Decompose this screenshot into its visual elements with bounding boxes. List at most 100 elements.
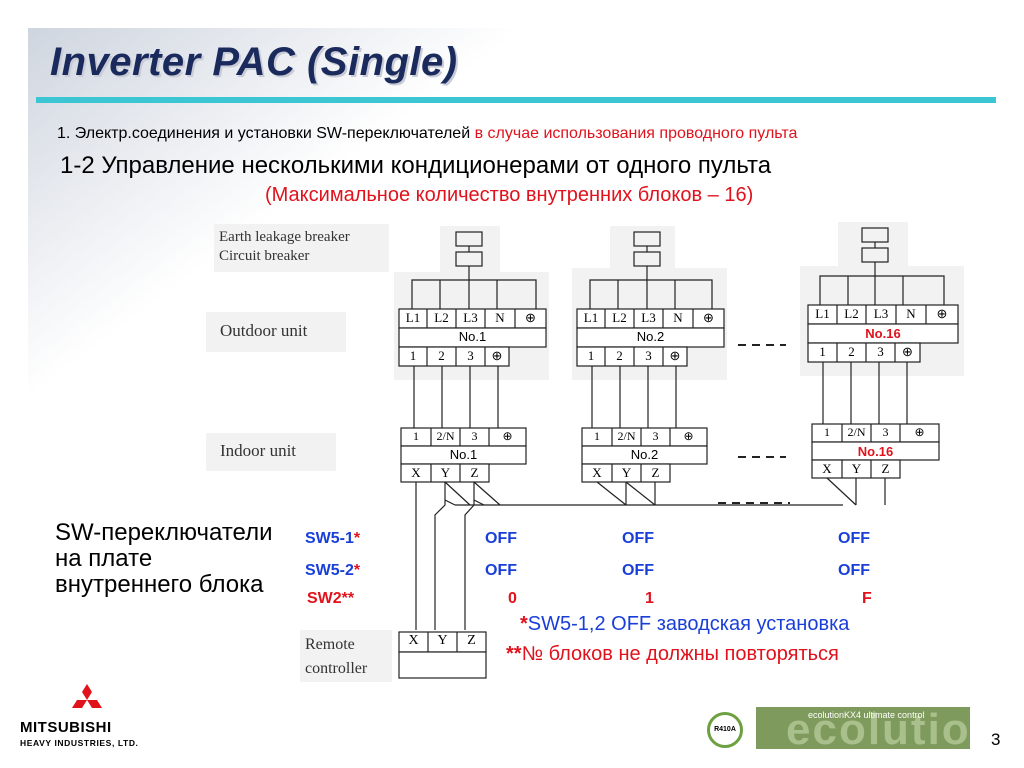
subtitle-line-2: 1-2 Управление несколькими кондиционерам… [60,152,772,179]
earth-icon: ⊕ [936,306,948,321]
earth-icon: ⊕ [902,344,913,359]
terminal-x: X [408,633,419,648]
sw-value: OFF [485,530,517,547]
terminal-3: 3 [652,429,659,443]
ecolution-tagline: ecolutionKX4 ultimate control [808,710,925,720]
sw-row-3-name: SW2 [307,590,342,607]
terminal-z: Z [651,465,660,480]
terminal-3: 3 [882,425,889,439]
terminal-l1: L1 [583,310,599,325]
terminal-n: N [495,310,505,325]
terminal-y: Y [437,633,448,648]
terminal-1: 1 [587,348,595,363]
sw-row-label-1: SW5-1* [305,530,360,548]
terminal-l1: L1 [405,310,421,325]
remote-controller-label: Remote controller [305,633,367,681]
sw-value: OFF [622,562,654,579]
terminal-n: N [906,306,916,321]
sw-row-label-2: SW5-2* [305,562,360,580]
terminal-3: 3 [467,348,474,363]
remote-label-line-1: Remote [305,636,355,653]
earth-icon: ⊕ [914,425,925,439]
terminal-2: 2 [438,348,445,363]
subtitle-line-1-text: 1. Электр.соединения и установки SW-пере… [57,125,475,142]
unit-group-1 [394,226,549,483]
outdoor-unit-label: Outdoor unit [220,321,308,340]
earth-icon: ⊕ [683,429,694,443]
terminal-y: Y [851,461,862,476]
sw-row-3-mark: ** [341,590,355,607]
sw-value: F [862,590,872,607]
unit-group-16 [800,222,964,479]
terminal-z: Z [470,465,479,480]
r410a-badge-icon: R410A [707,712,743,748]
terminal-x: X [592,465,602,480]
breaker-label-line-1: Earth leakage breaker [219,229,350,245]
terminal-l3: L3 [463,310,478,325]
terminal-n: N [673,310,683,325]
mitsubishi-logo-icon [72,684,102,708]
sw-row-1-mark: * [353,530,361,547]
brand-subtitle: HEAVY INDUSTRIES, LTD. [20,738,139,748]
terminal-1: 1 [824,425,830,439]
breaker-label: Earth leakage breaker Circuit breaker [219,228,350,266]
header-divider [36,97,996,103]
terminal-2n: 2/N [436,429,455,443]
subtitle-line-1: 1. Электр.соединения и установки SW-пере… [57,125,797,143]
terminal-2n: 2/N [847,425,866,439]
terminal-1: 1 [819,344,826,359]
terminal-l2: L2 [844,306,859,321]
sw-value: 0 [508,590,517,607]
sw-row-1-name: SW5-1 [305,530,354,547]
note-1-mark: * [520,613,528,635]
sw-switches-label: SW-переключатели на плате внутреннего бл… [55,519,273,598]
unit-group-2 [572,226,727,483]
terminal-3: 3 [645,348,652,363]
terminal-y: Y [621,465,632,480]
earth-icon: ⊕ [502,429,513,443]
ecolution-logo-text: ecolution [786,707,970,749]
outdoor-unit-number-16: No.16 [865,326,901,341]
earth-icon: ⊕ [525,310,536,325]
subtitle-line-3: (Максимальное количество внутренних блок… [265,184,754,206]
subtitle-line-1-highlight: в случае использования проводного пульта [474,125,798,142]
page-number: 3 [991,730,1001,749]
terminal-x: X [411,465,421,480]
note-factory-setting: *SW5-1,2 OFF заводская установка [520,613,849,636]
terminal-2n: 2/N [617,429,636,443]
earth-icon: ⊕ [491,348,503,363]
terminal-l2: L2 [434,310,449,325]
note-2-mark: ** [506,643,522,665]
terminal-1: 1 [594,429,600,443]
earth-icon: ⊕ [703,310,714,325]
sw-row-label-3: SW2** [307,590,354,608]
remote-label-line-2: controller [305,660,368,677]
note-1-text: SW5-1,2 OFF заводская установка [527,613,850,635]
terminal-3: 3 [877,344,884,359]
indoor-unit-number-1: No.1 [449,447,478,462]
earth-icon: ⊕ [669,348,681,363]
terminal-l3: L3 [873,306,889,321]
terminal-1: 1 [409,348,417,363]
indoor-unit-number-16: No.16 [857,444,894,459]
sw-value: 1 [645,590,654,607]
sw-row-2-mark: * [353,562,361,579]
sw-value: OFF [838,530,870,547]
indoor-unit-number-2: No.2 [630,447,659,462]
terminal-l2: L2 [612,310,627,325]
sw-value: OFF [838,562,870,579]
terminal-2: 2 [848,344,855,359]
ecolution-banner: ecolution ecolutionKX4 ultimate control [756,707,970,749]
terminal-x: X [822,461,832,476]
terminal-z: Z [467,633,476,648]
terminal-l3: L3 [641,310,656,325]
sw-row-2-name: SW5-2 [305,562,354,579]
sw-value: OFF [622,530,654,547]
page-title: Inverter PAC (Single) [50,40,458,84]
breaker-label-line-2: Circuit breaker [219,248,310,264]
terminal-y: Y [440,465,451,480]
brand-name: MITSUBISHI [20,719,112,736]
remote-terminals: X Y Z [399,633,486,649]
